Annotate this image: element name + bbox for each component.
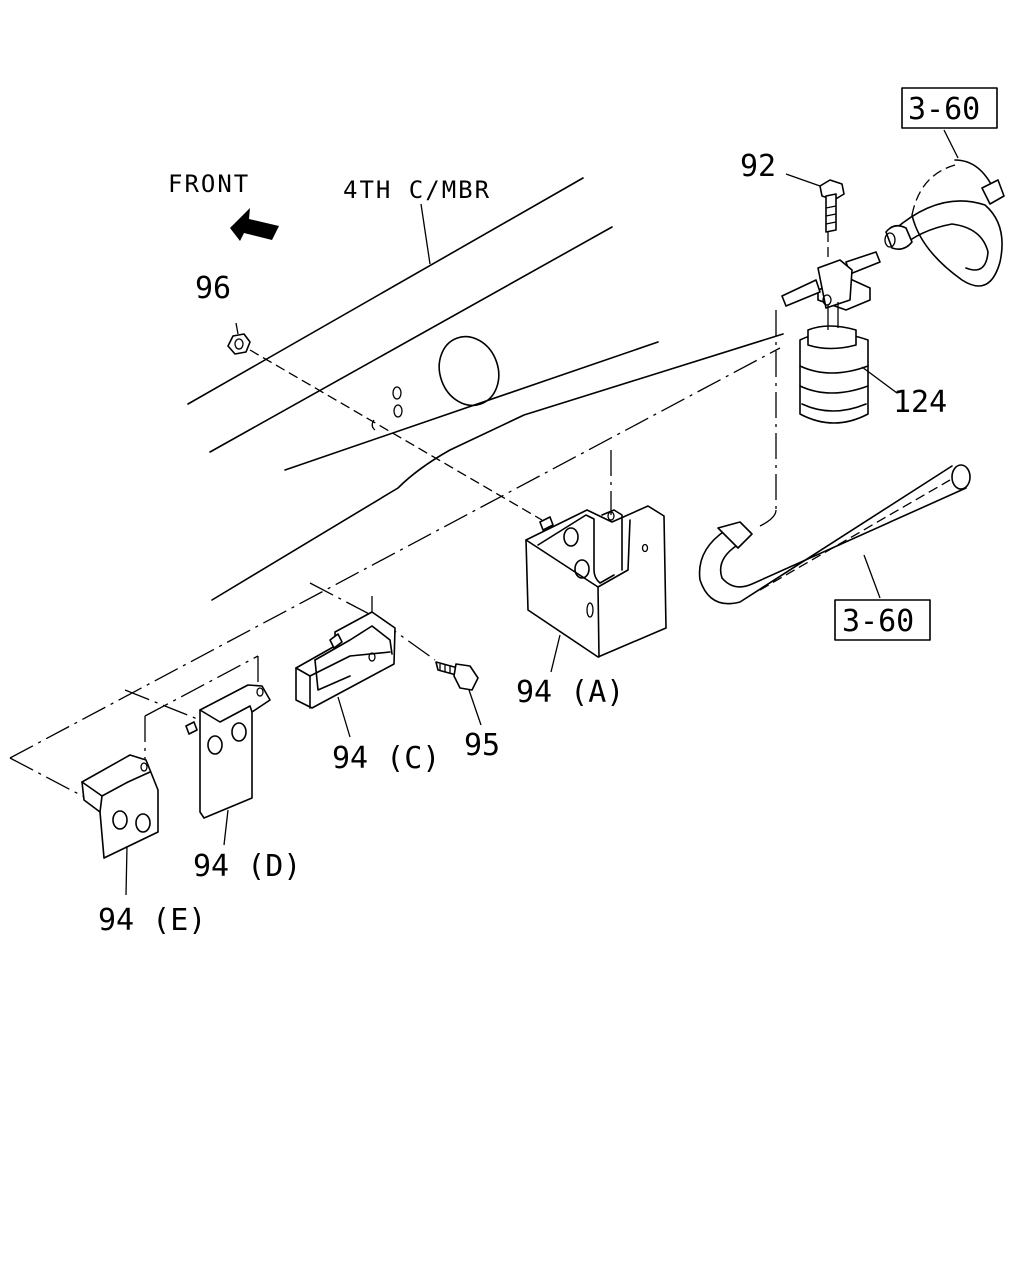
leader-94a [550,634,561,673]
bolt-95-icon [435,661,479,691]
bracket-94c [295,611,396,709]
cross-member [187,177,784,601]
leader-95 [468,689,482,726]
ref-box-top [901,87,998,129]
lower-fuel-hose [698,464,971,605]
bracket-94e [81,754,159,859]
part-94a-label: 94 (A) [516,675,624,710]
leader-92 [785,173,821,187]
leader-94e [125,845,128,896]
fuel-filter-124 [781,251,881,424]
bracket-94d [185,684,271,819]
part-124-label: 124 [893,385,947,420]
part-95-label: 95 [464,728,500,763]
ref-top-label: 3-60 [908,92,980,127]
part-96-label: 96 [195,271,231,306]
bolt-92-icon [819,179,845,233]
nut-96-icon [227,322,251,355]
ref-bottom-label: 3-60 [842,604,914,639]
part-94d-label: 94 (D) [193,849,301,884]
bracket-94a [525,505,667,658]
ref-box-bottom [834,599,931,641]
front-label: FRONT [168,170,250,198]
member-label: 4TH C/MBR [343,176,491,204]
member-leader [420,203,431,265]
part-92-label: 92 [740,149,776,184]
part-94c-label: 94 (C) [332,741,440,776]
upper-fuel-hose [884,129,1005,287]
center-lines [9,232,829,801]
front-arrow-icon [230,208,279,241]
part-94e-label: 94 (E) [98,903,206,938]
leader-94d [223,809,229,846]
leader-124 [861,366,898,394]
leader-94c [337,696,351,738]
